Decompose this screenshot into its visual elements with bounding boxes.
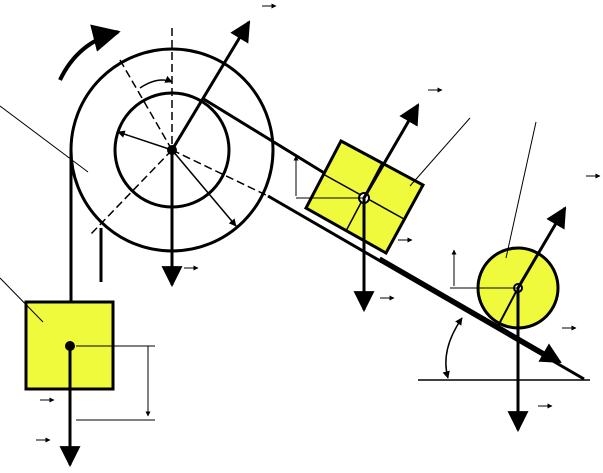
incline-slope-arrow	[379, 256, 562, 364]
incline-surface	[267, 194, 585, 381]
pulley-inner-radius-arrow	[117, 130, 173, 151]
rolling-cylinder	[450, 121, 567, 433]
pulley-radius-dashed-b	[89, 149, 173, 236]
sliding-block-normal-arrow	[362, 103, 420, 199]
pulley-radius-dashed-a	[119, 59, 173, 151]
pulley-outer-radius-arrow	[171, 149, 237, 227]
incline-angle-arc	[442, 317, 463, 379]
pulley-rotation-arrow	[58, 24, 121, 81]
cylinder-radius-line	[497, 287, 519, 327]
vector-label-marks	[36, 3, 601, 443]
sliding-block	[293, 103, 471, 313]
compound-pulley	[0, 20, 275, 288]
inclined-plane	[267, 194, 590, 381]
pulley-upward-force-arrow	[170, 20, 251, 151]
pulley-radius-dashed-c	[171, 149, 269, 197]
cylinder-normal-arrow	[516, 206, 567, 289]
hanging-block	[0, 277, 155, 468]
sliding-block-label-pointer	[409, 117, 471, 187]
hanging-block-label-pointer	[0, 277, 44, 323]
pulley-label-pointer	[0, 105, 89, 173]
pulley-angle-arc	[139, 75, 173, 89]
pulley-axle	[167, 145, 177, 155]
cylinder-label-pointer	[505, 121, 537, 259]
